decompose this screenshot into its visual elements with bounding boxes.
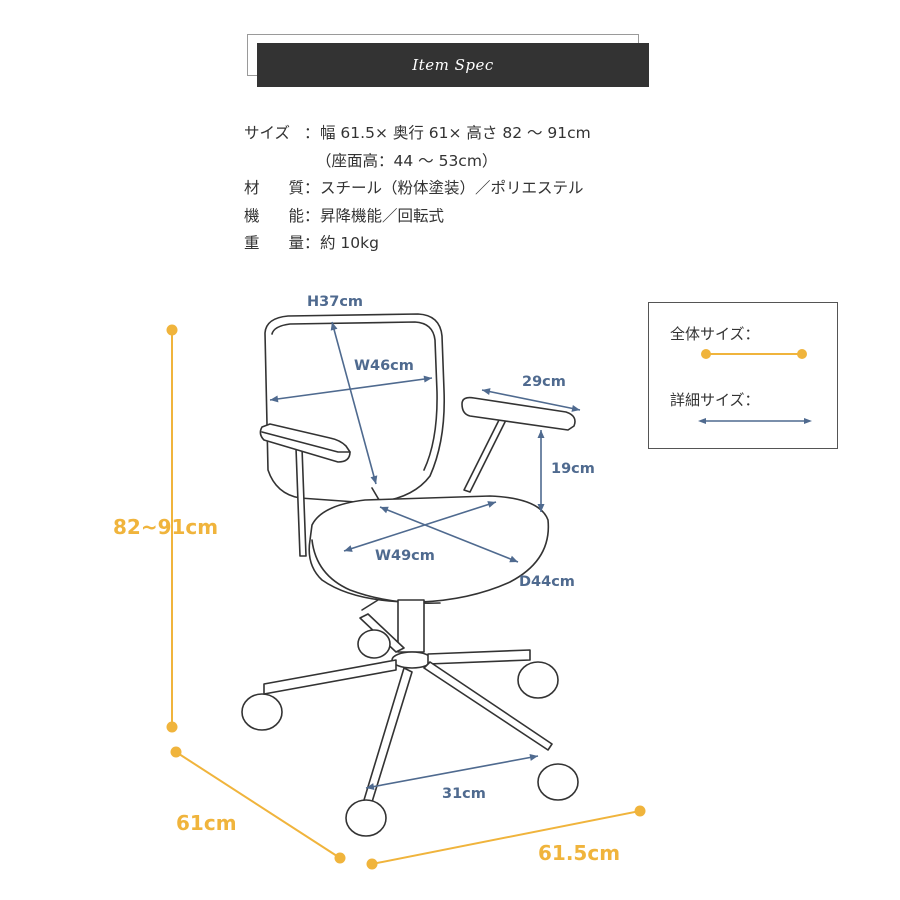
dim-back-height: H37cm [307, 294, 364, 310]
line-overall-depth [170, 746, 346, 864]
spec-value-seat-height: （座面高：44 〜 53cm） [316, 151, 498, 170]
chair-caster-right [517, 661, 559, 699]
dim-armrest-length: 29cm [522, 374, 566, 390]
spec-label-material: 材質 [244, 179, 304, 197]
chair-lever [361, 599, 379, 611]
overall-dimension-lines [166, 324, 646, 870]
line-overall-height [166, 324, 178, 733]
spec-label-function: 機能 [244, 206, 304, 225]
arrow-armrest-length [481, 388, 581, 412]
spec-value-function: 昇降機能／回転式 [320, 206, 445, 225]
chair-base-leg-right [427, 649, 531, 665]
chair-backrest-edge [271, 321, 438, 471]
arrow-back-height [330, 321, 378, 485]
legend-box: 全体サイズ： 詳細サイズ： [648, 302, 838, 449]
chair-seat [308, 495, 550, 603]
chair-backrest [264, 313, 446, 504]
arrow-back-width [269, 375, 433, 403]
legend-detail-sample [698, 418, 812, 424]
arrow-base-span [365, 754, 539, 790]
dim-armrest-height: 19cm [551, 461, 595, 477]
spec-value-weight: 約 10kg [320, 234, 379, 252]
spec-row-weight: 重量 ： 約 10kg [244, 230, 591, 258]
dim-seat-depth: D44cm [519, 574, 575, 590]
header-title: Item Spec [257, 43, 649, 87]
detail-dimension-lines [269, 321, 581, 790]
dim-overall-width: 61.5cm [538, 841, 621, 865]
dim-back-width: W46cm [354, 358, 414, 374]
spec-row-function: 機能 ： 昇降機能／回転式 [244, 203, 591, 231]
chair-caster-front-right [537, 763, 579, 801]
legend-detail-label: 詳細サイズ： [670, 391, 760, 409]
chair-gas-lift [397, 599, 425, 653]
dim-base-span: 31cm [442, 786, 486, 802]
dim-overall-height: 82~91cm [113, 515, 219, 539]
chair-left-armrest-top [261, 431, 351, 453]
line-overall-width [366, 805, 646, 870]
dim-overall-depth: 61cm [176, 811, 237, 835]
legend-overall-sample [701, 349, 807, 359]
chair-base-leg-front-right [423, 661, 553, 751]
dim-seat-width: W49cm [375, 548, 435, 564]
spec-colon: ： [304, 234, 320, 252]
legend-overall-label: 全体サイズ： [670, 325, 760, 343]
spec-list: サイズ ： 幅 61.5× 奥行 61× 高さ 82 〜 91cm （座面高：4… [244, 120, 591, 258]
spec-label-size: サイズ [244, 124, 291, 142]
chair-caster-back [357, 629, 391, 659]
arrow-armrest-height [537, 430, 545, 512]
chair-caster-front-left [345, 799, 387, 837]
chair-right-arm-post [463, 417, 507, 493]
spec-value-material: スチール（粉体塗装）／ポリエステル [320, 179, 584, 197]
spec-value-size: 幅 61.5× 奥行 61× 高さ 82 〜 91cm [320, 124, 591, 142]
arrow-seat-width [343, 501, 497, 552]
spec-row-seat-height: （座面高：44 〜 53cm） [244, 148, 591, 176]
spec-colon: ： [304, 206, 320, 225]
spec-colon: ： [304, 124, 320, 142]
spec-row-material: 材質 ： スチール（粉体塗装）／ポリエステル [244, 175, 591, 203]
chair-caster-left [241, 693, 283, 731]
chair-right-armrest [461, 396, 576, 431]
chair-base-leg-front-left [363, 667, 413, 803]
chair-base-leg-left [263, 659, 397, 695]
spec-label-weight: 重量 [244, 234, 304, 252]
arrow-seat-depth [379, 506, 519, 563]
spec-row-size: サイズ ： 幅 61.5× 奥行 61× 高さ 82 〜 91cm [244, 120, 591, 148]
spec-colon: ： [304, 179, 320, 197]
